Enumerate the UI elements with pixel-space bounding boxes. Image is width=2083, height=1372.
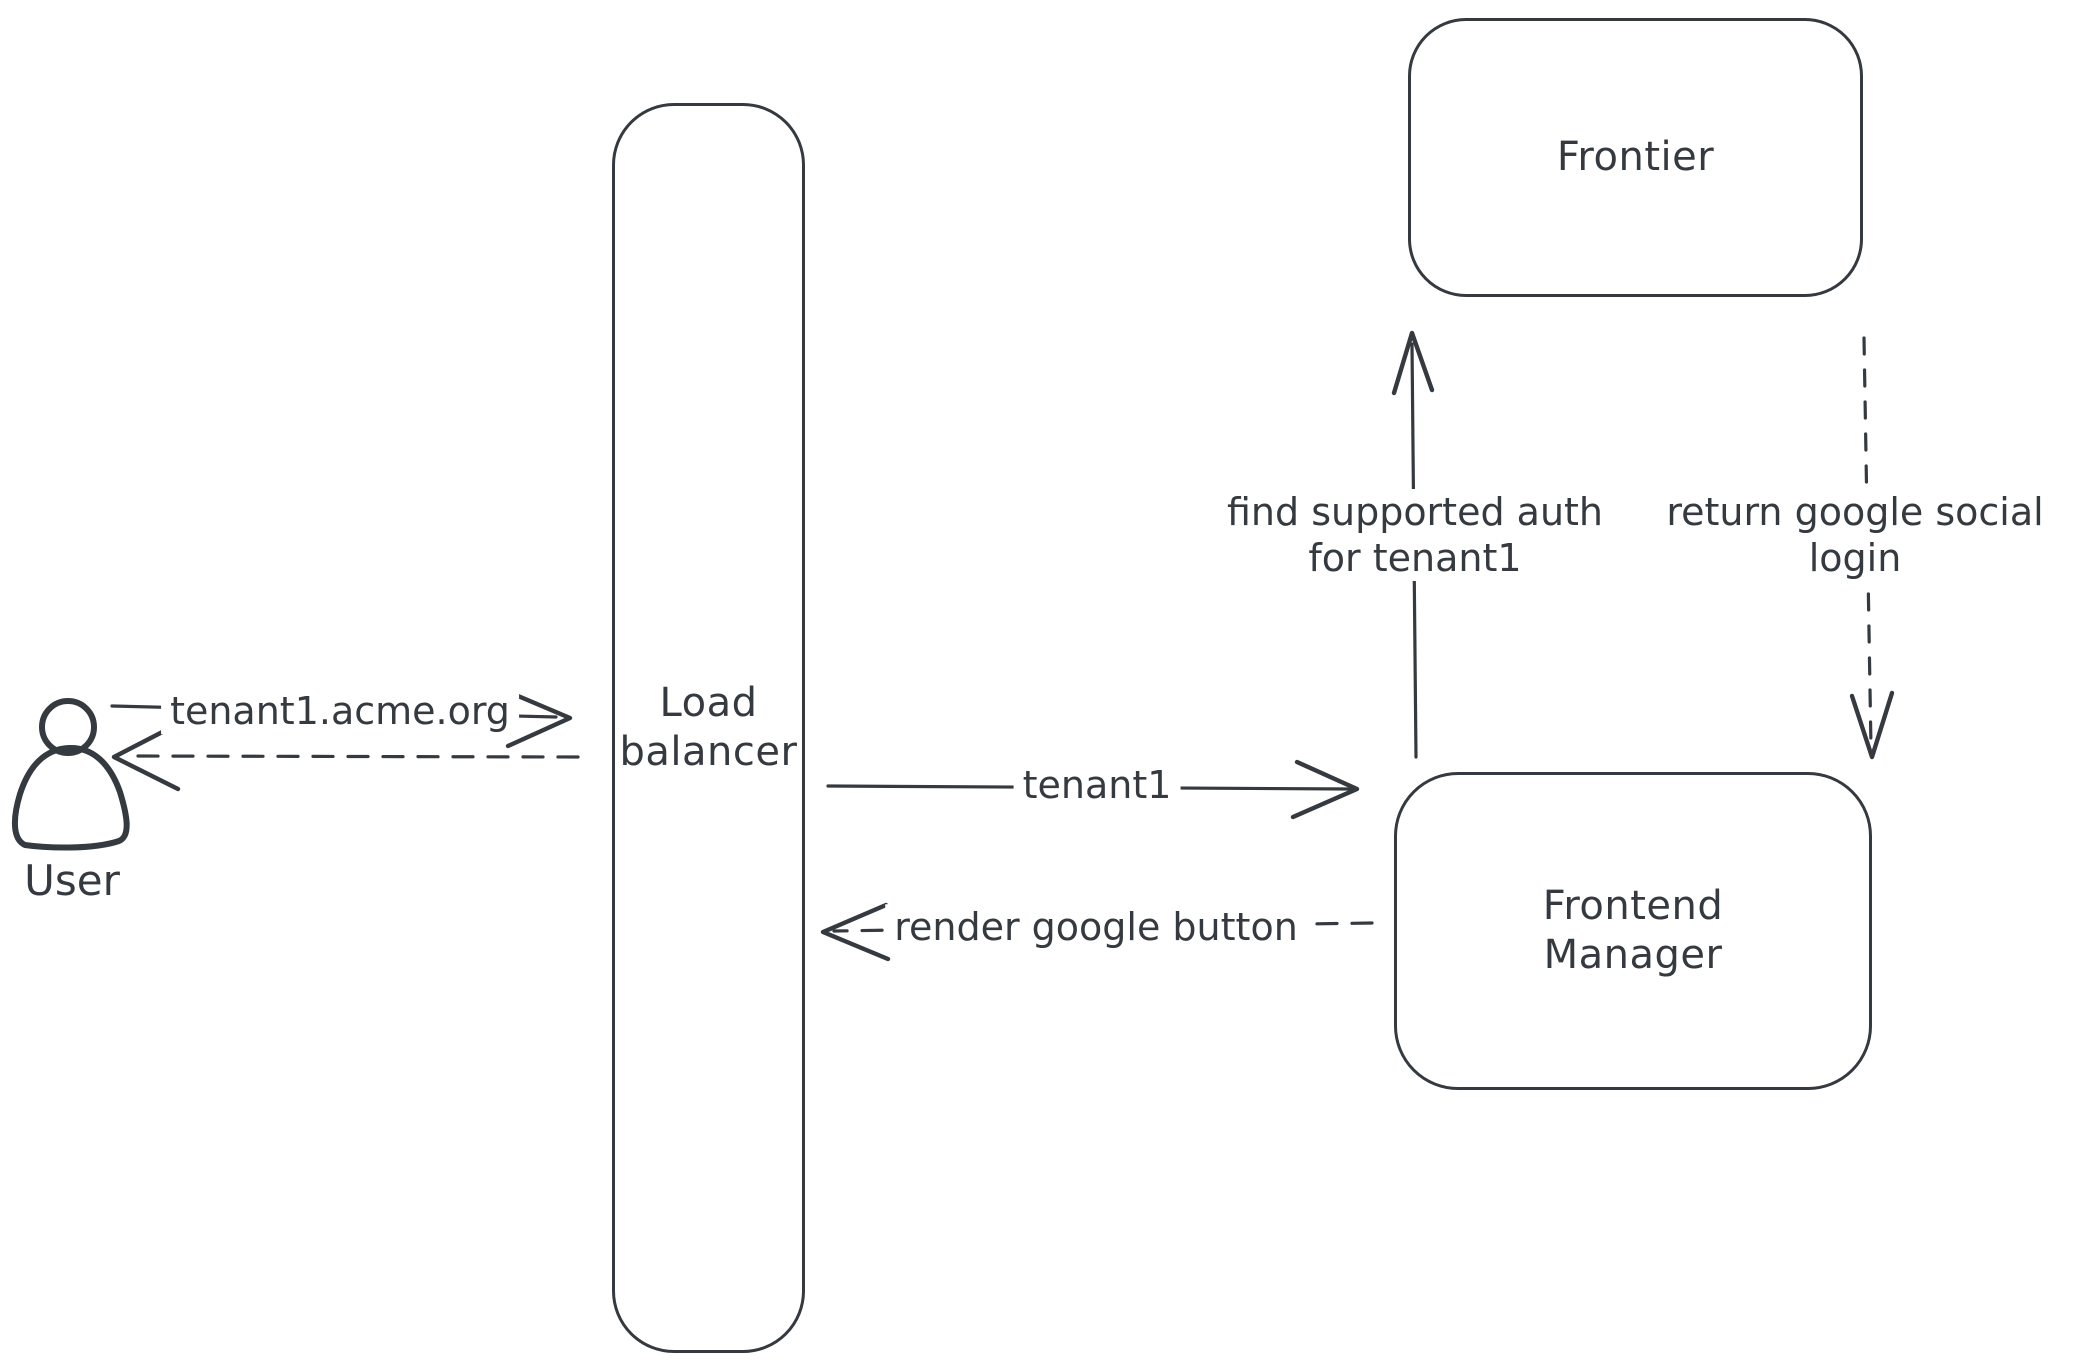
arrow-label-tenant1: tenant1	[1013, 762, 1181, 809]
frontier-label: Frontier	[1556, 134, 1715, 181]
node-load-balancer: Load balancer	[612, 103, 805, 1353]
arrow-label-tenant1-acme-org: tenant1.acme.org	[161, 688, 519, 735]
node-frontier: Frontier	[1408, 18, 1863, 297]
arrow-label-render-google-button: render google button	[885, 904, 1307, 951]
arrow-label-find-supported-auth: find supported auth for tenant1	[1217, 489, 1613, 581]
user-actor-icon	[12, 698, 130, 851]
node-frontend-manager: Frontend Manager	[1394, 772, 1872, 1090]
arrow-load-balancer-to-user	[111, 723, 580, 792]
load-balancer-label: Load balancer	[619, 680, 798, 775]
arrow-label-return-google-social-login: return google social login	[1657, 489, 2053, 581]
frontend-manager-label: Frontend Manager	[1542, 883, 1724, 978]
user-actor-label: User	[24, 856, 120, 905]
